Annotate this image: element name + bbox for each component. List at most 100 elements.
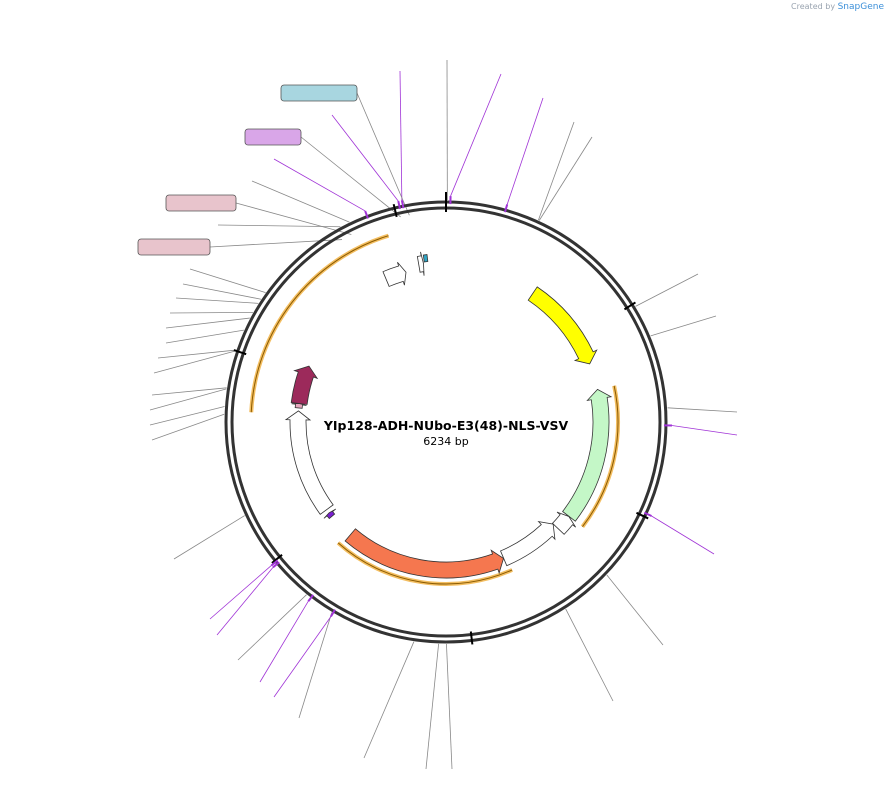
feature-lac-promoter xyxy=(416,251,425,276)
leader-line xyxy=(651,515,715,555)
leader-line xyxy=(300,136,401,218)
site-labels xyxy=(137,84,672,618)
feature-adh1-promoter xyxy=(284,410,334,515)
primer-primer-m13-puc-forward xyxy=(272,561,280,569)
box-sv40-nls xyxy=(137,238,211,256)
leader-line xyxy=(251,180,350,223)
tick-mark xyxy=(392,203,398,218)
leader-line xyxy=(175,297,259,304)
leader-line xyxy=(538,121,575,221)
box-bg xyxy=(280,84,358,102)
box-bg xyxy=(137,238,211,256)
primer-primer-m13-forward xyxy=(270,559,279,567)
credit-prefix: Created by xyxy=(791,2,836,11)
feature-ha xyxy=(291,403,307,409)
leader-line xyxy=(356,92,410,216)
leader-line xyxy=(237,594,307,661)
leader-line xyxy=(173,515,245,560)
leader-line xyxy=(298,612,333,719)
bp-ticks xyxy=(233,203,649,645)
tick-mark xyxy=(623,301,636,311)
leader-line xyxy=(209,565,272,620)
leader-lines xyxy=(149,59,738,770)
leader-line xyxy=(235,202,352,235)
leader-line xyxy=(671,425,738,436)
leader-line xyxy=(259,601,309,683)
primer-primer-m13-puc-reverse xyxy=(400,200,405,209)
box-bg xyxy=(244,128,302,146)
leader-line xyxy=(151,413,225,441)
orf-arc-nubo-orf xyxy=(249,233,390,413)
feature-ori xyxy=(527,286,598,365)
leader-line xyxy=(450,73,502,197)
primer-mark xyxy=(270,559,279,567)
credit-brand: SnapGene xyxy=(837,2,884,12)
primer-primer-prs-marker xyxy=(307,594,314,602)
box-m13-rev xyxy=(244,128,302,146)
leader-line xyxy=(273,616,332,698)
orf-arc-core-nubo-orf xyxy=(250,235,389,413)
feature-adh1-terminator xyxy=(382,261,407,287)
features xyxy=(284,251,613,579)
leader-line xyxy=(399,70,403,201)
leader-line xyxy=(149,388,227,411)
leader-line xyxy=(635,273,699,307)
primer-mark xyxy=(643,511,652,517)
primer-mark xyxy=(330,609,336,618)
leader-line xyxy=(606,574,664,646)
feature-ampr-gene xyxy=(562,388,613,522)
primer-mark xyxy=(397,200,401,210)
plasmid-length: 6234 bp xyxy=(423,435,468,448)
leader-line xyxy=(157,349,237,359)
leader-line xyxy=(650,315,717,337)
primer-primer-pbr322ori-f xyxy=(504,204,509,213)
leader-line xyxy=(331,114,399,202)
leader-line xyxy=(538,136,593,221)
leader-line xyxy=(189,268,266,293)
feature-cap-site xyxy=(422,254,429,263)
tick-mark xyxy=(636,511,649,520)
primer-mark xyxy=(364,210,369,219)
primer-primer-pbrforeco xyxy=(643,511,652,517)
primer-primer-pgex3 xyxy=(330,609,336,618)
leader-line xyxy=(667,407,738,413)
orf-arcs xyxy=(249,233,620,586)
feature-leu2-promoter xyxy=(500,521,556,567)
leader-line xyxy=(217,224,341,228)
leader-line xyxy=(363,641,415,759)
feature-leu2 xyxy=(344,528,504,579)
leader-line xyxy=(182,283,262,300)
snapgene-credit: Created by SnapGene xyxy=(791,2,884,12)
leader-line xyxy=(506,97,544,205)
leader-line xyxy=(446,643,453,770)
feature-frb xyxy=(290,365,319,405)
orf-arc-core-leu2-orf xyxy=(337,542,513,585)
leader-line xyxy=(273,158,366,212)
leader-line xyxy=(165,317,250,329)
orf-arc-core-ampr-orf xyxy=(582,385,619,528)
tick-mark xyxy=(469,631,474,645)
primer-mark xyxy=(272,561,280,569)
tick-mark xyxy=(271,554,283,564)
leader-line xyxy=(565,608,614,702)
primer-mark xyxy=(307,594,314,602)
feature-m13-fwd xyxy=(323,508,336,520)
leader-line xyxy=(216,567,274,636)
box-bg xyxy=(165,194,237,212)
leader-line xyxy=(149,406,225,426)
primer-mark xyxy=(504,204,509,213)
leader-line xyxy=(151,387,227,396)
box-vsvg-tag xyxy=(165,194,237,212)
plasmid-backbone xyxy=(224,192,668,644)
feature-ampr-promoter xyxy=(551,511,576,535)
primer-primer-phyblex-r xyxy=(364,210,369,219)
leader-line xyxy=(425,643,440,770)
tick-mark xyxy=(233,349,247,356)
primer-primer-m13-reverse xyxy=(397,200,401,210)
box-lac-operator xyxy=(280,84,358,102)
leader-line xyxy=(165,329,244,344)
leader-line xyxy=(153,350,236,374)
leader-line xyxy=(169,311,253,314)
primer-mark xyxy=(400,200,405,209)
